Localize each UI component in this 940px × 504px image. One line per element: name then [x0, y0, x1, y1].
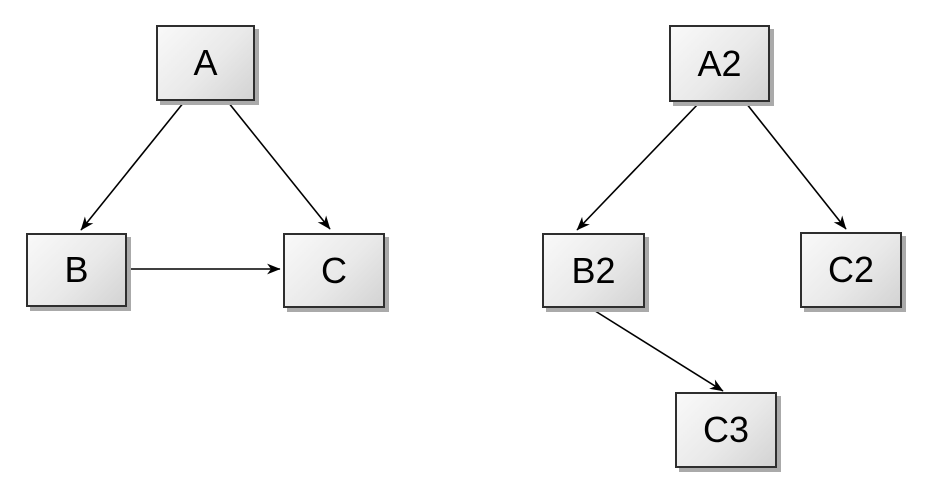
- node-label-B: B: [64, 249, 89, 290]
- edges-group: [80, 101, 847, 392]
- edge-A-B[interactable]: [80, 101, 185, 231]
- edge-A-C[interactable]: [227, 101, 331, 230]
- node-B2[interactable]: B2: [542, 233, 645, 308]
- node-label-C3: C3: [702, 409, 750, 450]
- node-C[interactable]: C: [283, 233, 385, 308]
- node-C2[interactable]: C2: [800, 232, 902, 308]
- edge-A2-B2[interactable]: [576, 102, 700, 231]
- node-A[interactable]: A: [156, 25, 255, 101]
- edge-B2-C3[interactable]: [591, 308, 724, 392]
- node-label-A: A: [193, 42, 218, 83]
- node-label-A2: A2: [697, 42, 742, 84]
- node-label-B2: B2: [571, 249, 616, 291]
- node-label-C: C: [321, 249, 347, 291]
- edge-A2-C2[interactable]: [745, 102, 847, 230]
- node-C3[interactable]: C3: [675, 392, 777, 468]
- node-label-C2: C2: [827, 249, 875, 290]
- node-B[interactable]: B: [26, 233, 127, 307]
- node-A2[interactable]: A2: [669, 25, 770, 102]
